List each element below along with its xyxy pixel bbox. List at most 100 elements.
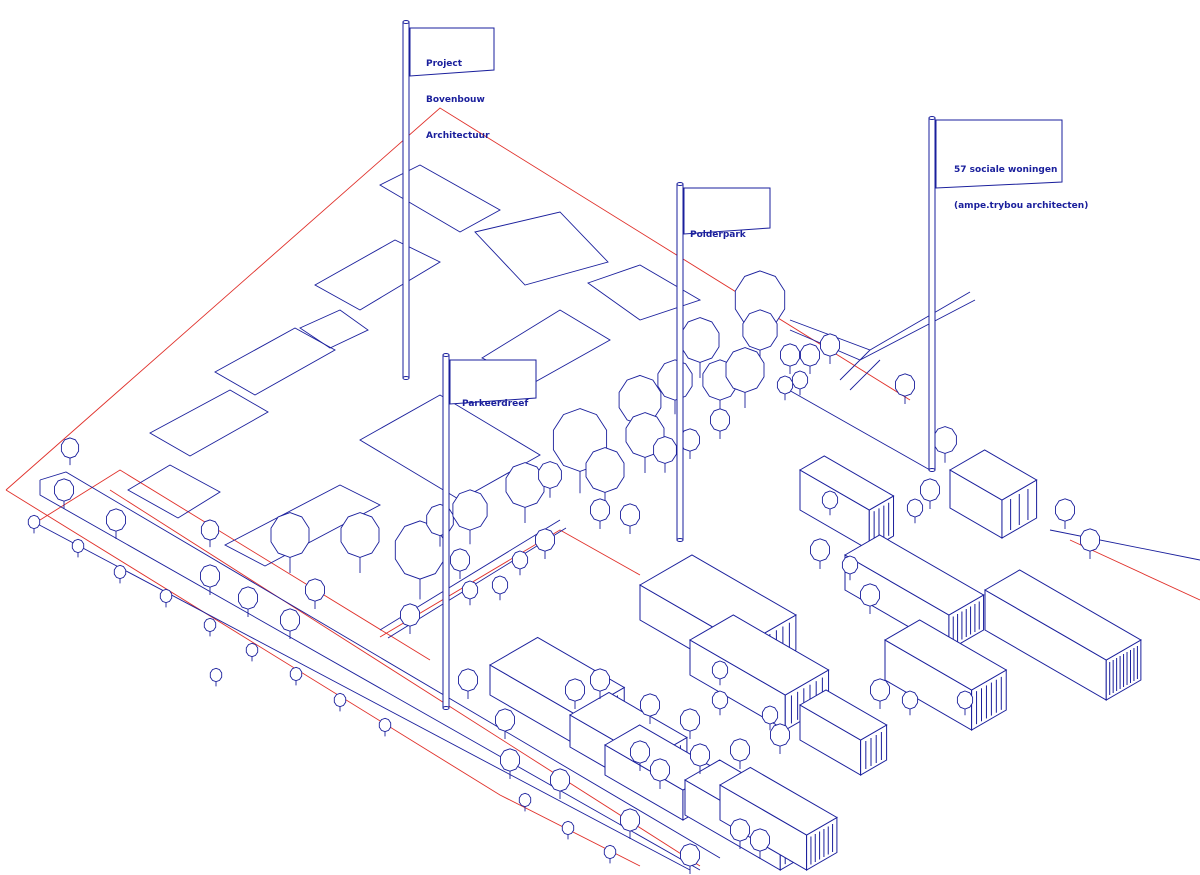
tree-24-crown <box>450 548 470 572</box>
tree-8-crown <box>200 519 220 541</box>
tree-4-crown <box>71 538 85 554</box>
tree-34 <box>491 575 509 601</box>
flag-woningen-pole-base <box>928 468 936 472</box>
flag-polderpark-pole <box>676 183 684 541</box>
flag-label-bovenbouw: Project Bovenbouw Architectuur <box>426 34 490 154</box>
tree-76 <box>518 792 532 812</box>
tree-71 <box>770 723 790 754</box>
flag-text-polderpark: Polderpark <box>690 230 746 240</box>
housing-block-5-roof <box>844 534 985 616</box>
tree-23 <box>452 489 488 545</box>
housing-block-12-roof <box>719 766 838 836</box>
tree-13-crown <box>209 667 223 683</box>
tree-83 <box>630 740 650 771</box>
housing-block-1 <box>799 455 895 551</box>
tree-84 <box>650 758 670 789</box>
tree-80-crown <box>680 843 700 867</box>
housing-blocks <box>489 449 1142 871</box>
tree-3 <box>27 514 41 534</box>
flag-bovenbouw-pole-base <box>402 376 410 380</box>
flag-text-bovenbouw-line-3: Architectuur <box>426 131 490 141</box>
tree-69-crown <box>690 743 710 767</box>
tree-3-crown <box>27 514 41 530</box>
flag-label-woningen: 57 sociale woningen (ampe.trybou archite… <box>954 140 1088 224</box>
tree-2 <box>54 478 74 509</box>
tree-17-crown <box>333 692 347 708</box>
flag-text-bovenbouw-line-1: Project <box>426 59 463 69</box>
tree-6-crown <box>113 564 127 580</box>
housing-block-6-roof <box>884 619 1008 691</box>
tree-67-crown <box>640 693 660 717</box>
tree-73-crown <box>495 708 515 732</box>
tree-13 <box>209 667 223 687</box>
tree-4 <box>71 538 85 558</box>
tree-59-crown <box>870 678 890 702</box>
tree-30-crown <box>590 498 610 522</box>
tree-43-crown <box>742 309 778 351</box>
tree-25-crown <box>400 603 420 627</box>
tree-1-crown <box>60 437 80 459</box>
tree-6 <box>113 564 127 584</box>
tree-16 <box>305 578 325 609</box>
tree-80 <box>680 843 700 874</box>
tree-29 <box>585 447 625 508</box>
tree-2-crown <box>54 478 74 502</box>
tree-79 <box>620 808 640 839</box>
tree-60-crown <box>901 690 919 710</box>
housing-block-7 <box>984 569 1142 701</box>
tree-7 <box>159 588 173 608</box>
tree-18 <box>378 717 392 737</box>
tree-27 <box>538 461 562 498</box>
tree-78 <box>603 844 617 864</box>
tree-73 <box>495 708 515 739</box>
tree-32 <box>535 528 555 559</box>
trees <box>27 270 1100 874</box>
plot-1 <box>379 164 501 233</box>
tree-83-crown <box>630 740 650 764</box>
tree-82 <box>750 828 770 859</box>
tree-55 <box>1055 498 1075 529</box>
flag-woningen-banner <box>935 119 1063 189</box>
tree-64 <box>761 705 779 731</box>
tree-57 <box>810 538 830 569</box>
tree-34-crown <box>491 575 509 595</box>
housing-block-13-roof <box>799 689 888 741</box>
plot-5 <box>127 464 221 519</box>
tree-76-crown <box>518 792 532 808</box>
tree-38-crown <box>657 359 693 401</box>
tree-50-crown <box>791 370 809 390</box>
tree-12 <box>238 586 258 617</box>
tree-67 <box>640 693 660 724</box>
tree-68 <box>680 708 700 739</box>
plot-11 <box>299 309 369 349</box>
tree-63-crown <box>711 690 729 710</box>
tree-23-crown <box>452 489 488 531</box>
tree-1 <box>60 437 80 466</box>
tree-44 <box>725 347 765 408</box>
future-development-plots <box>127 164 702 567</box>
tree-9 <box>200 564 220 595</box>
flag-bovenbouw-banner <box>409 27 495 77</box>
tree-45 <box>710 408 730 439</box>
tree-33 <box>511 550 529 576</box>
tree-53 <box>933 426 957 463</box>
tree-39 <box>653 436 677 473</box>
tree-66 <box>565 678 585 709</box>
tree-49-crown <box>820 333 840 357</box>
tree-72-crown <box>458 668 478 692</box>
tree-47 <box>780 343 800 374</box>
tree-49 <box>820 333 840 364</box>
tree-43 <box>742 309 778 365</box>
plot-6 <box>224 484 381 567</box>
tree-86 <box>821 490 839 516</box>
flag-parkeerdreef-pole-top <box>442 353 450 357</box>
tree-48-crown <box>800 343 820 367</box>
tree-45-crown <box>710 408 730 432</box>
tree-29-crown <box>585 447 625 493</box>
flag-polderpark <box>676 182 771 542</box>
tree-9-crown <box>200 564 220 588</box>
tree-52 <box>895 373 915 404</box>
tree-10-crown <box>203 617 217 633</box>
tree-21-crown <box>394 520 446 580</box>
